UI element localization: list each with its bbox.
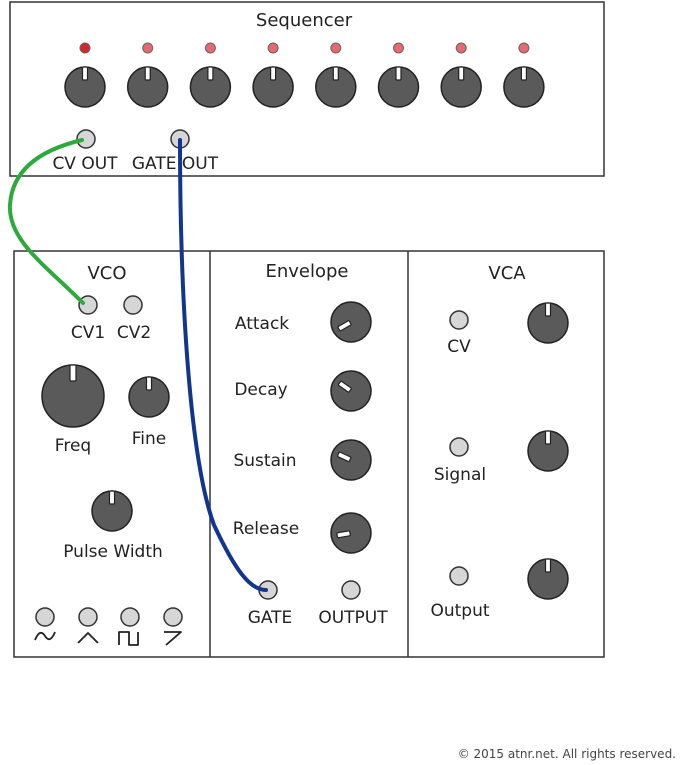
cv-out-label: CV OUT: [52, 154, 118, 174]
lower-rack: [13, 250, 605, 658]
step-led-4: [267, 42, 279, 54]
cv-out-jack[interactable]: [76, 129, 96, 149]
step-knob-7[interactable]: [440, 66, 482, 108]
sequencer-title: Sequencer: [256, 10, 353, 31]
vco-freq-knob[interactable]: [41, 364, 105, 428]
sawtooth-wave-icon: [164, 631, 182, 646]
vco-pulse-width-label: Pulse Width: [63, 542, 163, 562]
sustain-label: Sustain: [233, 451, 296, 471]
step-led-7: [455, 42, 467, 54]
gate-out-label: GATE OUT: [132, 154, 219, 174]
vco-title: VCO: [87, 263, 126, 284]
sustain-knob[interactable]: [330, 439, 372, 481]
cv-patch-cable[interactable]: [7, 138, 85, 305]
envelope-title: Envelope: [265, 261, 348, 282]
step-led-8: [518, 42, 530, 54]
step-knob-4[interactable]: [252, 66, 294, 108]
step-knob-3[interactable]: [189, 66, 232, 108]
triangle-wave-icon: [77, 632, 99, 644]
vco-fine-knob[interactable]: [128, 376, 170, 418]
sawtooth-output-jack[interactable]: [163, 607, 183, 627]
release-knob[interactable]: [330, 512, 372, 554]
vca-cv-knob[interactable]: [527, 302, 569, 344]
vca-signal-jack[interactable]: [449, 437, 469, 457]
attack-label: Attack: [235, 314, 289, 334]
decay-knob[interactable]: [330, 370, 372, 412]
lower-rack-frame: [13, 250, 605, 658]
step-knob-1[interactable]: [64, 66, 106, 108]
envelope-output-jack[interactable]: [341, 580, 361, 600]
step-led-1: [79, 42, 91, 54]
vca-title: VCA: [488, 263, 526, 284]
copyright-text: © 2015 atnr.net. All rights reserved.: [458, 747, 676, 761]
step-led-6: [393, 42, 404, 54]
attack-knob[interactable]: [330, 301, 372, 343]
envelope-module: Envelope Attack Decay Sustain Release GA…: [233, 261, 388, 628]
step-knob-6[interactable]: [377, 66, 420, 108]
vca-output-label: Output: [430, 601, 489, 621]
step-led-3: [204, 42, 216, 54]
square-wave-icon: [118, 631, 139, 646]
square-output-jack[interactable]: [120, 607, 140, 627]
vco-freq-label: Freq: [55, 436, 91, 456]
decay-label: Decay: [234, 380, 287, 400]
vco-pulse-width-knob[interactable]: [91, 490, 133, 532]
gate-patch-cable[interactable]: [178, 138, 268, 592]
vco-fine-label: Fine: [132, 429, 167, 449]
vca-output-knob[interactable]: [527, 558, 569, 600]
step-led-2: [142, 42, 154, 54]
vco-cv2-label: CV2: [117, 323, 151, 343]
step-led-5: [330, 42, 342, 54]
vca-cv-label: CV: [447, 337, 471, 357]
sine-output-jack[interactable]: [35, 607, 55, 627]
release-label: Release: [233, 519, 299, 539]
triangle-output-jack[interactable]: [78, 607, 98, 627]
step-knob-2[interactable]: [126, 66, 169, 108]
vca-signal-label: Signal: [434, 465, 486, 485]
vca-output-jack[interactable]: [449, 566, 469, 586]
vca-signal-knob[interactable]: [527, 430, 569, 472]
vco-cv1-label: CV1: [71, 323, 105, 343]
vco-cv2-jack[interactable]: [123, 295, 143, 315]
sequencer-steps: [64, 42, 545, 108]
vca-module: VCA CV Signal Output: [430, 263, 569, 621]
sine-wave-icon: [34, 631, 56, 641]
envelope-gate-label: GATE: [248, 608, 293, 628]
vca-cv-jack[interactable]: [449, 310, 469, 330]
vco-cv1-jack[interactable]: [78, 295, 98, 315]
envelope-output-label: OUTPUT: [318, 608, 388, 628]
step-knob-8[interactable]: [503, 66, 545, 108]
step-knob-5[interactable]: [315, 66, 357, 108]
sequencer-module: Sequencer CV OUT GATE OUT: [9, 1, 605, 177]
vco-module: VCO CV1 CV2 Freq Fine Pulse Width: [34, 263, 183, 646]
